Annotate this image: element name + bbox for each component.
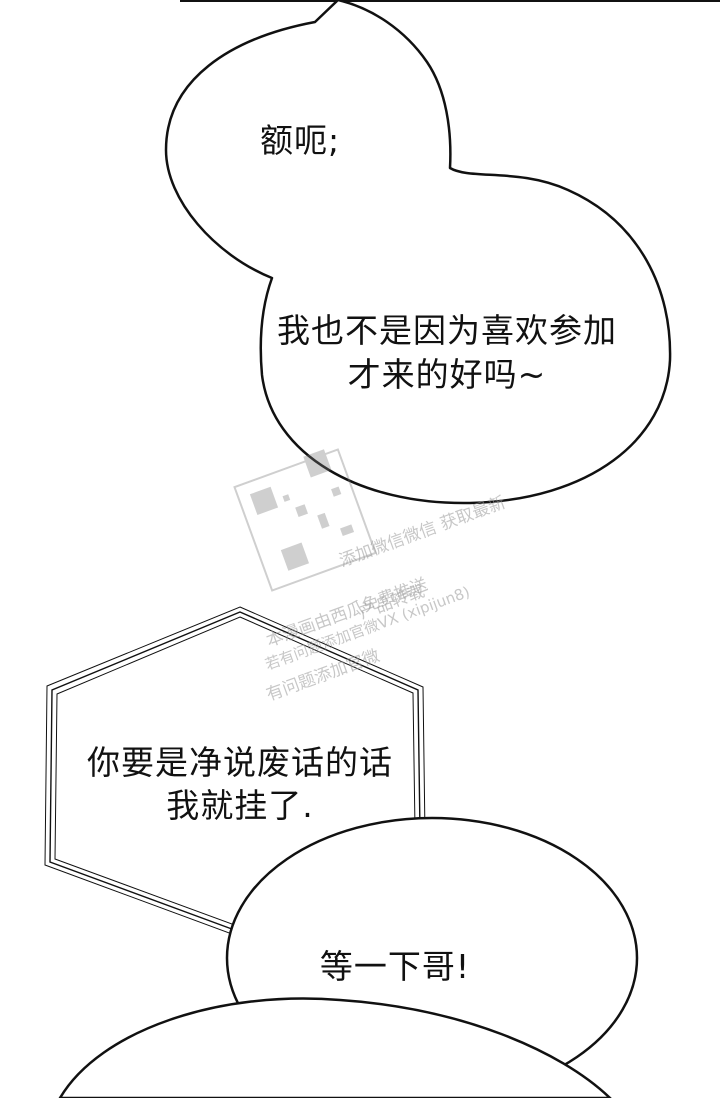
- bubble2-text-line1: 我也不是因为喜欢参加: [277, 311, 617, 350]
- bubble2-text-line2: 才来的好吗~: [347, 355, 547, 394]
- speech-bubble-cloud: [164, 0, 672, 505]
- hexagon-text-line1: 你要是净说废话的话: [87, 743, 393, 782]
- bubble3-text: 等一下哥!: [319, 947, 471, 986]
- bubble1-text: 额呃;: [259, 121, 341, 160]
- hexagon-text-line2: 我就挂了.: [166, 786, 314, 825]
- speech-bubble-partial: [58, 997, 612, 1098]
- qr-watermark: [233, 448, 377, 592]
